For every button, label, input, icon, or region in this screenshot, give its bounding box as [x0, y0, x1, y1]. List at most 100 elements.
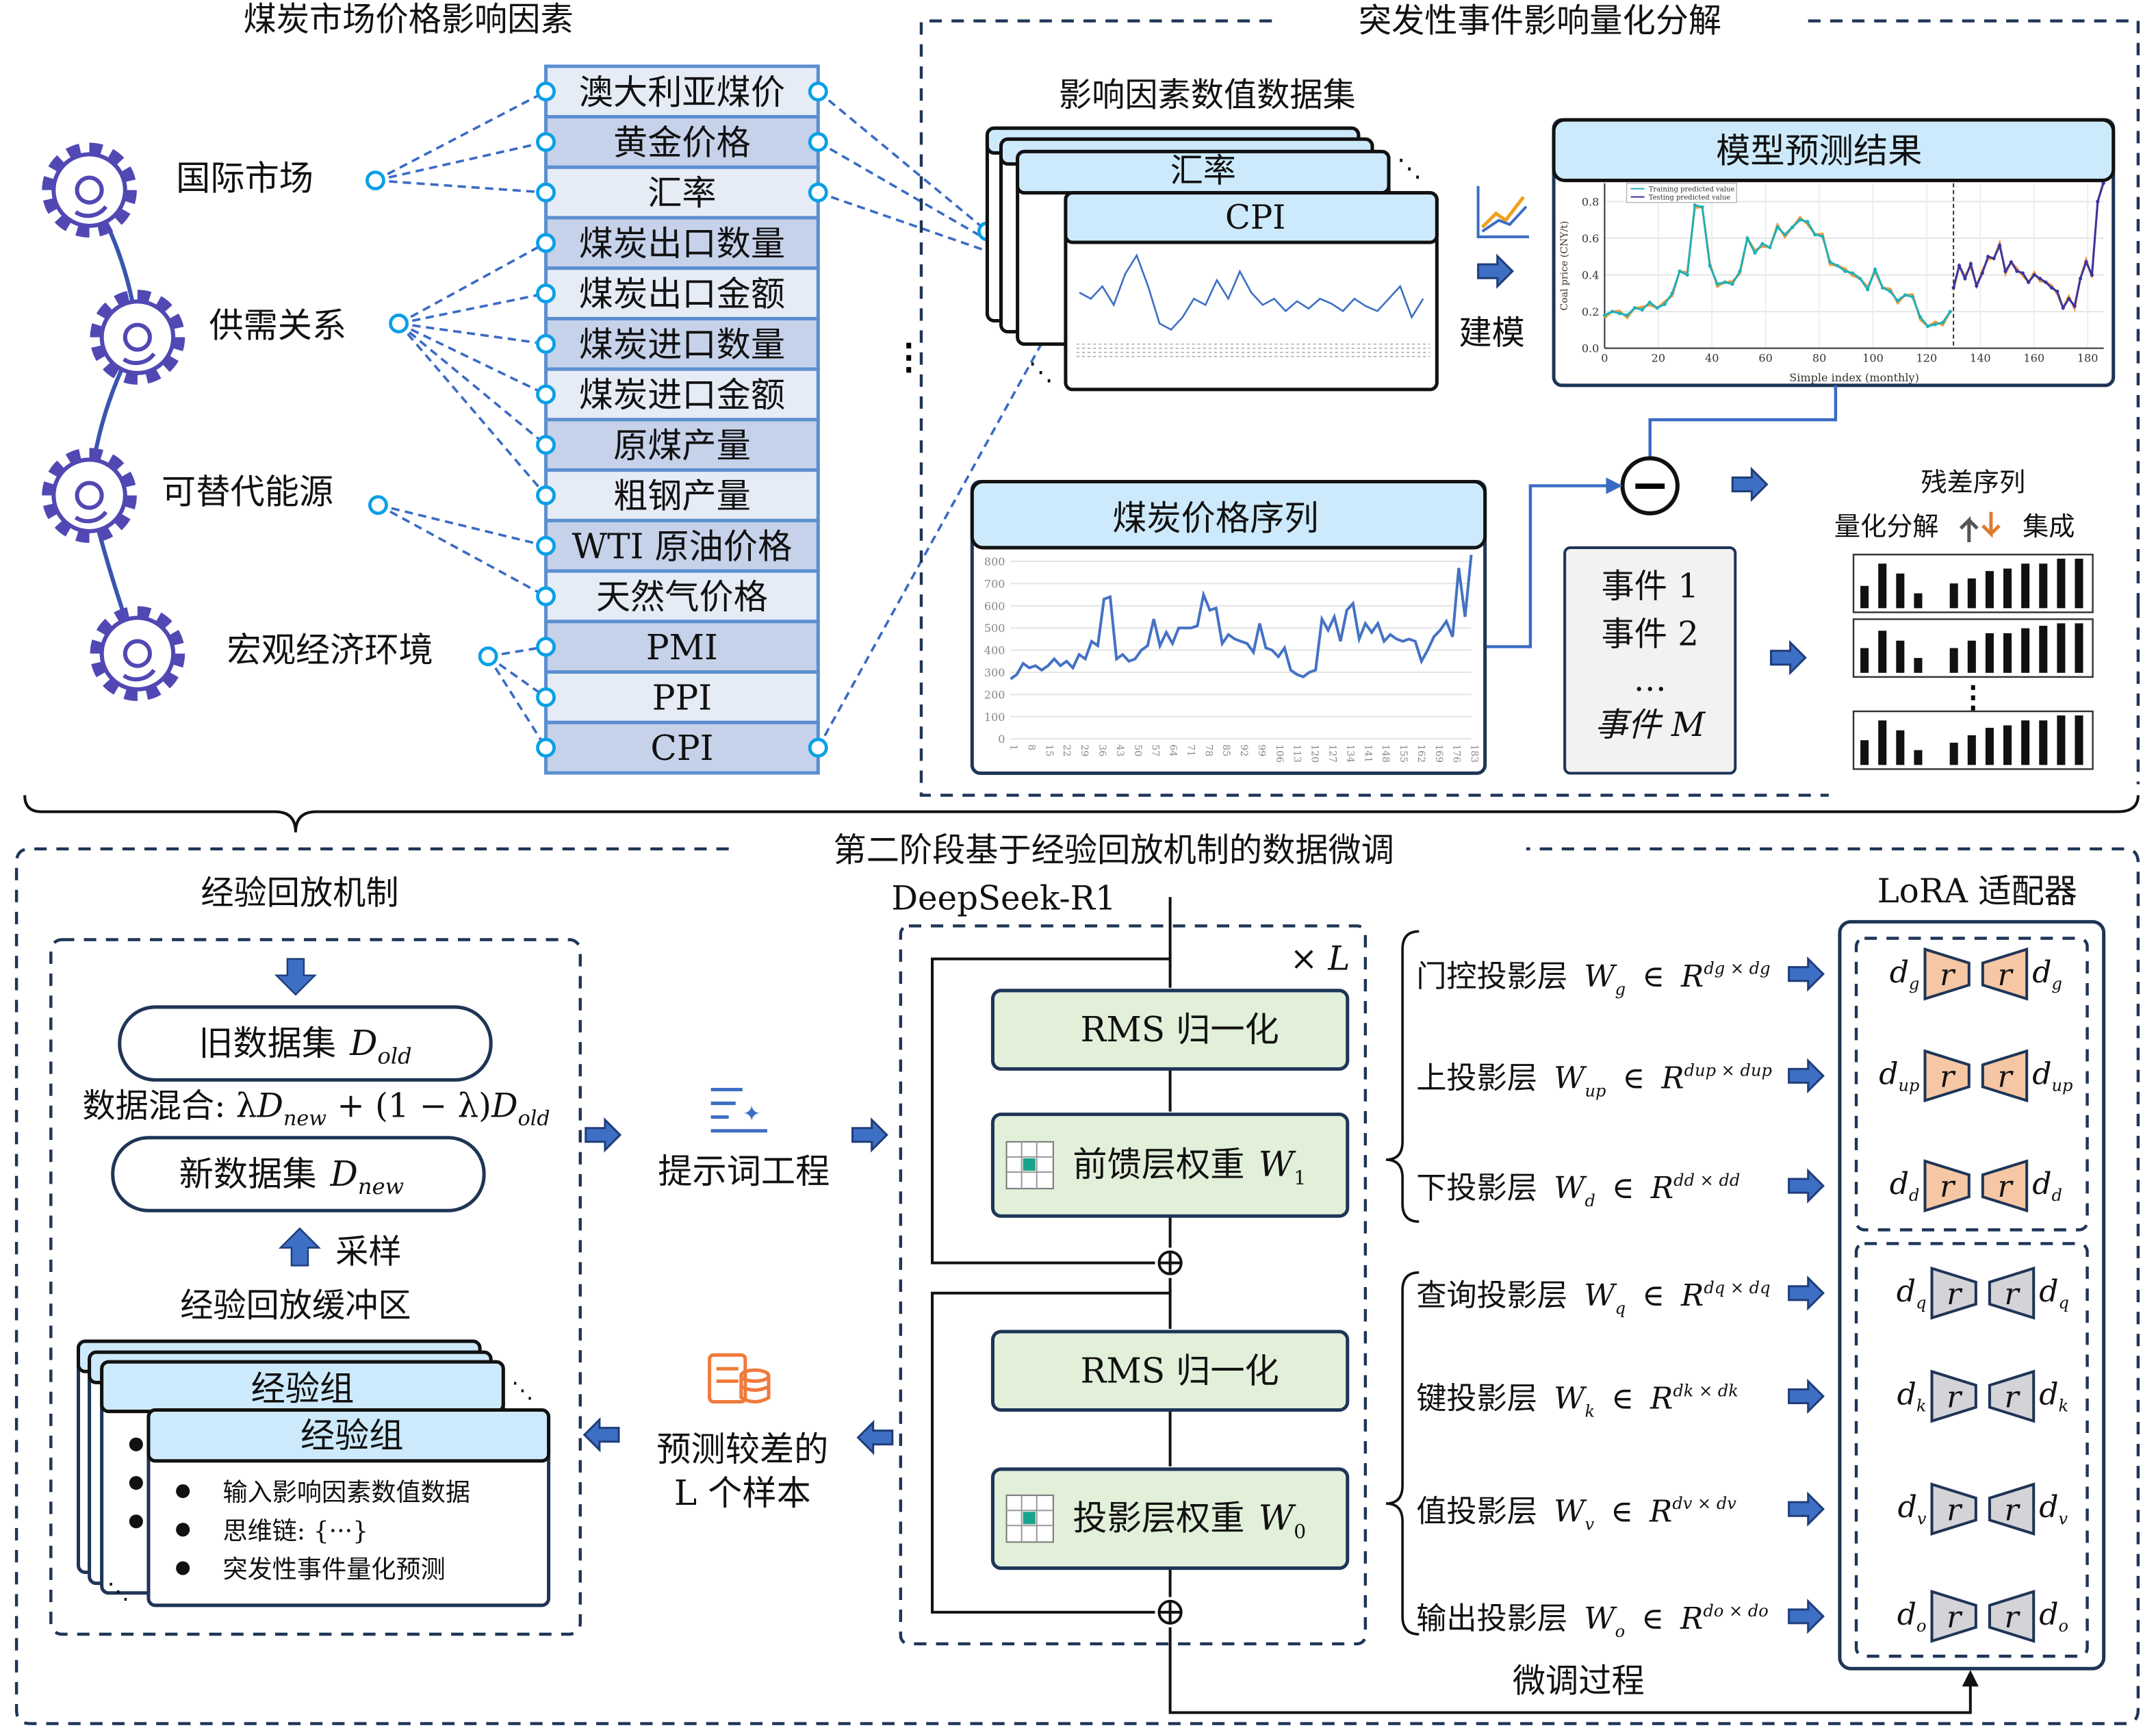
dim-label-in: dd: [1890, 1167, 1920, 1205]
dims-superscript: dg × dg: [1704, 959, 1770, 978]
factor-row[interactable]: 澳大利亚煤价: [544, 64, 820, 119]
factor-link: [398, 322, 546, 346]
coal-series-title: 煤炭价格序列: [1112, 498, 1318, 538]
factor-row[interactable]: 汇率: [544, 165, 820, 220]
element-of-symbol: ∈: [1642, 959, 1665, 994]
r-symbol: R: [1649, 1494, 1672, 1529]
residual-bar: [1860, 585, 1869, 609]
event-item: 事件 1: [1602, 567, 1699, 605]
y-tick-label: 0.8: [1582, 195, 1600, 208]
data-point: [1700, 205, 1704, 209]
rms-norm-block-1[interactable]: RMS 归一化: [990, 989, 1350, 1071]
connector-node: [536, 586, 556, 607]
connector-node: [536, 182, 556, 203]
to-lora-arrow: [1788, 1492, 1825, 1525]
to-lora-arrow: [1788, 1277, 1825, 1310]
factor-label: 原煤产量: [613, 425, 751, 466]
factor-cell: [544, 720, 820, 775]
residual-bar: [2021, 720, 2030, 765]
lora-down-matrix: [1923, 1049, 1971, 1103]
w-symbol: W: [1554, 1494, 1587, 1529]
data-point: [1655, 306, 1659, 310]
factor-row[interactable]: 黄金价格: [544, 115, 820, 169]
residual-bar: [1949, 583, 1958, 609]
r-symbol: R: [1660, 1060, 1684, 1095]
factor-row[interactable]: CPI: [544, 720, 820, 775]
dims-superscript: dd × dd: [1673, 1171, 1740, 1190]
replay-frame: [49, 938, 582, 1636]
w-subscript: up: [1584, 1082, 1606, 1101]
dim-subscript: k: [2059, 1397, 2069, 1416]
factor-row[interactable]: 煤炭出口数量: [544, 216, 820, 270]
factor-row[interactable]: 天然气价格: [544, 569, 820, 624]
ellipsis-icon: ⋱: [1397, 153, 1422, 183]
category-2: 可替代能源: [48, 454, 333, 537]
residual-bar: [2075, 623, 2083, 673]
dims-superscript: dk × dk: [1673, 1381, 1738, 1400]
r-symbol: R: [1680, 959, 1704, 994]
w-subscript: v: [1584, 1514, 1594, 1534]
factor-row[interactable]: PMI: [544, 620, 820, 674]
rank-label: r: [1947, 1492, 1963, 1527]
to-lora-arrow: [1788, 1169, 1825, 1202]
down-arrow-icon: [274, 958, 317, 996]
w-symbol: W: [1584, 959, 1617, 994]
factor-row[interactable]: 粗钢产量: [544, 468, 820, 522]
layer-name: 下投影层: [1416, 1171, 1537, 1206]
data-point: [1866, 288, 1870, 292]
factor-row[interactable]: 煤炭进口金额: [544, 367, 820, 422]
factor-row[interactable]: 煤炭进口数量: [544, 316, 820, 371]
rms-norm-block-2[interactable]: RMS 归一化: [990, 1330, 1350, 1412]
connector-node: [368, 495, 388, 516]
factor-link: [375, 140, 546, 182]
group-item: 输入影响因素数值数据: [222, 1477, 470, 1507]
factor-row[interactable]: 煤炭出口金额: [544, 266, 820, 320]
x-tick-label: 0: [1601, 352, 1608, 365]
layer-name: 键投影层: [1416, 1382, 1537, 1416]
factor-row[interactable]: 原煤产量: [544, 418, 820, 472]
residual-bar: [2057, 715, 2066, 765]
ellipsis-icon: ⋱: [511, 1377, 533, 1403]
residual-bar: [1896, 640, 1905, 673]
data-point: [1940, 320, 1945, 325]
y-tick-label: 0.6: [1582, 232, 1600, 245]
factor-label: CPI: [650, 728, 713, 768]
data-point: [2078, 277, 2083, 281]
block-label: 前馈层权重: [1073, 1144, 1244, 1184]
data-point: [1738, 269, 1742, 273]
rank-label: r: [1947, 1600, 1963, 1635]
block-label: RMS 归一化: [1081, 1350, 1279, 1390]
x-tick-label: 43: [1114, 744, 1125, 757]
y-tick-label: 0.0: [1582, 342, 1600, 355]
data-point: [1948, 309, 1953, 314]
x-tick-label: 134: [1344, 744, 1355, 763]
minus-symbol: −: [1630, 458, 1669, 513]
data-point: [1992, 256, 1996, 261]
d-subscript: new: [358, 1173, 404, 1199]
w-symbol: W: [1259, 1497, 1297, 1538]
factor-row[interactable]: PPI: [544, 670, 820, 724]
data-point: [1798, 218, 1802, 222]
w-subscript: k: [1584, 1402, 1595, 1421]
lora-up-matrix: [1981, 1159, 2029, 1212]
factor-row[interactable]: WTI 原油价格: [544, 518, 820, 573]
